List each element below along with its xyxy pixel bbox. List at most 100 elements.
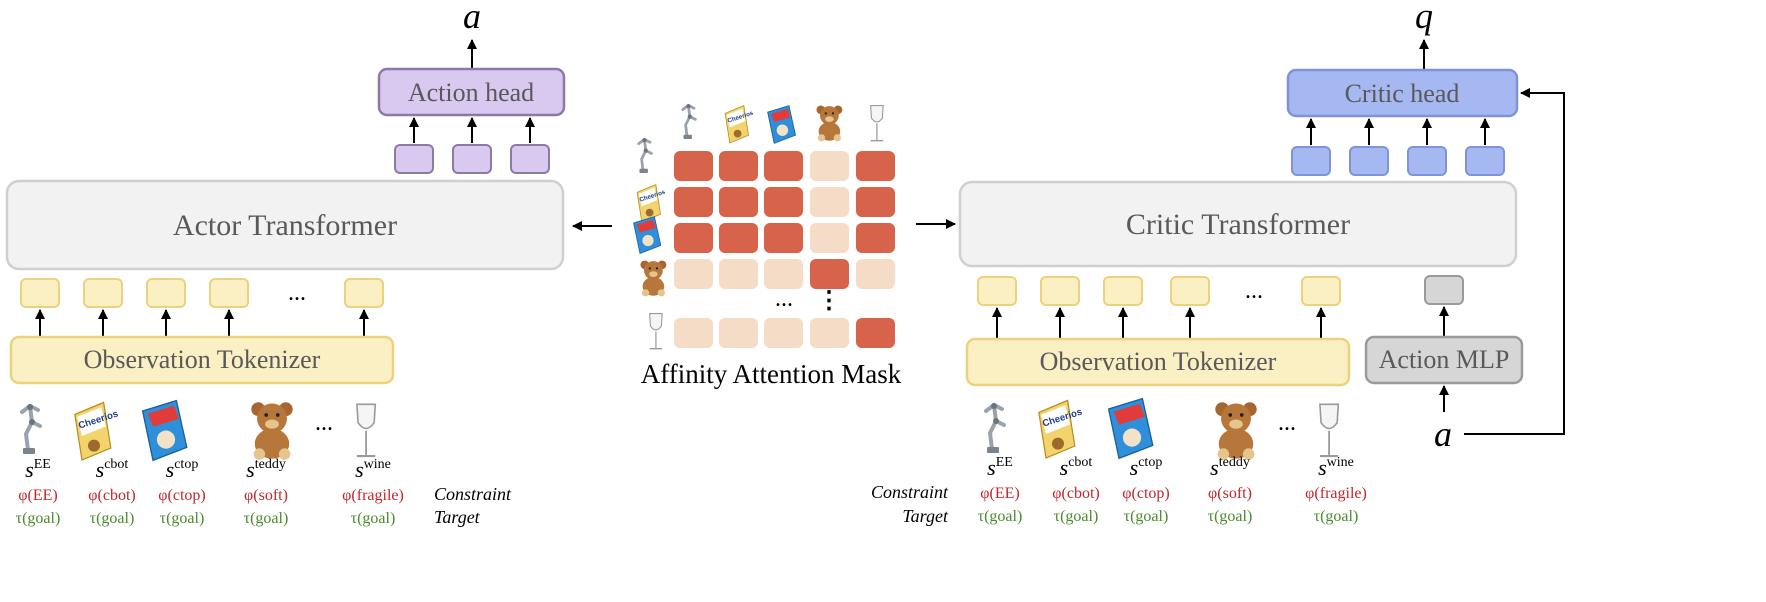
teddy-bear-icon (816, 105, 843, 142)
action-head-label: Action head (408, 78, 534, 107)
actor-tokenizer-box (9, 335, 395, 385)
state-superscript: EE (34, 457, 51, 472)
wine-glass-icon (869, 104, 884, 142)
mask-cell-off (719, 318, 758, 348)
critic-head-label: Critic head (1345, 79, 1460, 108)
state-superscript: EE (996, 455, 1013, 470)
critic-object-icons: ... (984, 397, 1340, 460)
target-label: τ(goal) (244, 510, 289, 527)
target-label: τ(goal) (978, 508, 1023, 525)
critic-obs-token (1170, 276, 1210, 306)
state-superscript: wine (364, 457, 391, 472)
mask-cell-off (856, 259, 895, 289)
constraint-label: φ(EE) (980, 485, 1019, 502)
mask-cell-off (719, 259, 758, 289)
state-base: s (355, 457, 364, 482)
critic-obs-token (1103, 276, 1143, 306)
critic-output-symbol: q (1415, 0, 1433, 36)
state-superscript: ctop (174, 457, 198, 472)
constraint-label: φ(soft) (244, 487, 288, 504)
action-mlp-label: Action MLP (1379, 345, 1510, 374)
cereal-box-icon (1107, 397, 1154, 460)
mask-cell-on (856, 187, 895, 217)
mask-cell-on (719, 151, 758, 181)
constraint-label: φ(ctop) (1122, 485, 1169, 502)
state-symbol: sctop (1130, 455, 1163, 480)
actor-head-token (452, 144, 492, 174)
mask-grid (674, 151, 895, 348)
constraint-label: φ(EE) (18, 487, 57, 504)
constraint-label: φ(cbot) (1052, 485, 1099, 502)
actor-object-labels: sEEφ(EE)τ(goal)scbotφ(cbot)τ(goal)sctopφ… (16, 457, 404, 527)
state-symbol: steddy (1210, 455, 1250, 480)
actor-output-symbol: a (463, 0, 481, 36)
mask-cell-on (764, 187, 803, 217)
critic-tokenizer-box (965, 337, 1351, 387)
critic-action-input-symbol: a (1434, 414, 1452, 454)
critic-head-token (1407, 146, 1447, 176)
mask-cell-on (764, 223, 803, 253)
mask-cell-on (764, 151, 803, 181)
actor-object-ellipsis: ... (315, 410, 333, 436)
mask-cell-on (856, 151, 895, 181)
critic-obs-token (1301, 276, 1341, 306)
target-label: τ(goal) (351, 510, 396, 527)
critic-obs-token (1040, 276, 1080, 306)
mask-row-ellipsis: ... (775, 286, 793, 312)
mask-cell-off (764, 318, 803, 348)
robot-arm-icon (637, 136, 653, 175)
actor-obs-token (209, 278, 249, 308)
state-base: s (166, 457, 175, 482)
state-symbol: sEE (25, 457, 51, 482)
constraint-label: φ(ctop) (158, 487, 205, 504)
state-symbol: steddy (246, 457, 286, 482)
actor-head-tokens (394, 117, 550, 174)
actor-token-ellipsis: ... (288, 280, 306, 306)
critic-transformer-label: Critic Transformer (1126, 208, 1350, 241)
critic-obs-token (977, 276, 1017, 306)
critic-token-ellipsis: ... (1245, 278, 1263, 304)
cheerios-box-icon (724, 105, 756, 144)
actor-obs-token (146, 278, 186, 308)
cereal-box-icon (767, 105, 796, 144)
mask-cell-off (810, 187, 849, 217)
state-base: s (1060, 455, 1069, 480)
constraint-label: φ(cbot) (88, 487, 135, 504)
state-symbol: scbot (96, 457, 129, 482)
wine-glass-icon (648, 312, 663, 350)
critic-head-box (1286, 68, 1519, 118)
action-head-box (377, 67, 566, 117)
target-label: τ(goal) (160, 510, 205, 527)
mask-cell-off (674, 259, 713, 289)
state-symbol: sEE (987, 455, 1013, 480)
actor-object-icons: ... (20, 399, 377, 462)
state-superscript: cbot (1068, 455, 1092, 470)
state-base: s (246, 457, 255, 482)
target-label: τ(goal) (1124, 508, 1169, 525)
mask-cell-on (674, 223, 713, 253)
action-mlp-box (1364, 335, 1524, 385)
state-symbol: sctop (166, 457, 199, 482)
wine-glass-icon (1318, 403, 1340, 458)
mask-cell-off (674, 318, 713, 348)
state-base: s (987, 455, 996, 480)
actor-tokenizer-label: Observation Tokenizer (84, 345, 321, 374)
mask-row-icons (633, 136, 668, 350)
mask-cell-on (719, 223, 758, 253)
state-superscript: wine (1327, 455, 1354, 470)
state-base: s (96, 457, 105, 482)
mask-cell-on (810, 259, 849, 289)
robot-arm-icon (681, 102, 697, 141)
state-base: s (25, 457, 34, 482)
critic-head-token (1349, 146, 1389, 176)
state-symbol: swine (355, 457, 391, 482)
teddy-bear-icon (1215, 402, 1257, 460)
mask-cell-on (674, 151, 713, 181)
actor-obs-token (20, 278, 60, 308)
action-mlp-token (1424, 275, 1464, 305)
critic-object-labels: sEEφ(EE)τ(goal)scbotφ(cbot)τ(goal)sctopφ… (978, 455, 1367, 525)
actor-obs-tokens: ... (20, 278, 384, 337)
actor-head-token (510, 144, 550, 174)
actor-transformer-box (5, 179, 565, 271)
